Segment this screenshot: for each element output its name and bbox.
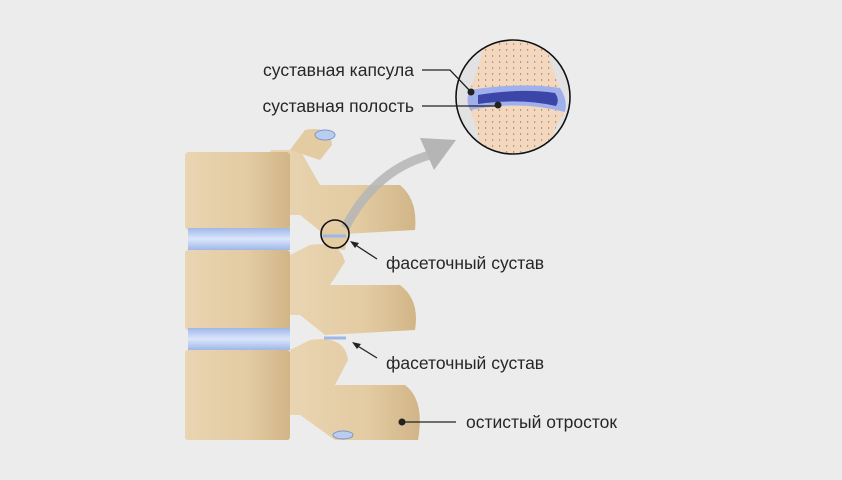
inset-magnified-joint [455, 39, 571, 155]
intervertebral-disc [188, 328, 290, 350]
label-spinous-process: остистый отросток [466, 412, 618, 432]
label-joint-cavity: суставная полость [262, 96, 414, 116]
vertebral-body [185, 152, 290, 230]
vertebral-body [185, 350, 290, 440]
vertebra-2 [185, 226, 416, 335]
vertebra-1 [185, 129, 416, 235]
highlight-circle [320, 219, 350, 249]
facet-arrow-2 [355, 344, 378, 359]
facet-arrow-1 [353, 243, 378, 260]
vertebral-body [185, 250, 290, 330]
magnify-arrow [341, 150, 432, 231]
label-facet-joint-2: фасеточный сустав [386, 353, 545, 373]
intervertebral-disc [188, 228, 290, 250]
label-joint-capsule: суставная капсула [263, 60, 414, 80]
label-facet-joint-1: фасеточный сустав [386, 253, 545, 273]
capsule-leader-line [422, 69, 472, 93]
arrow-head-icon [420, 138, 456, 170]
vertebra-3 [185, 339, 420, 440]
